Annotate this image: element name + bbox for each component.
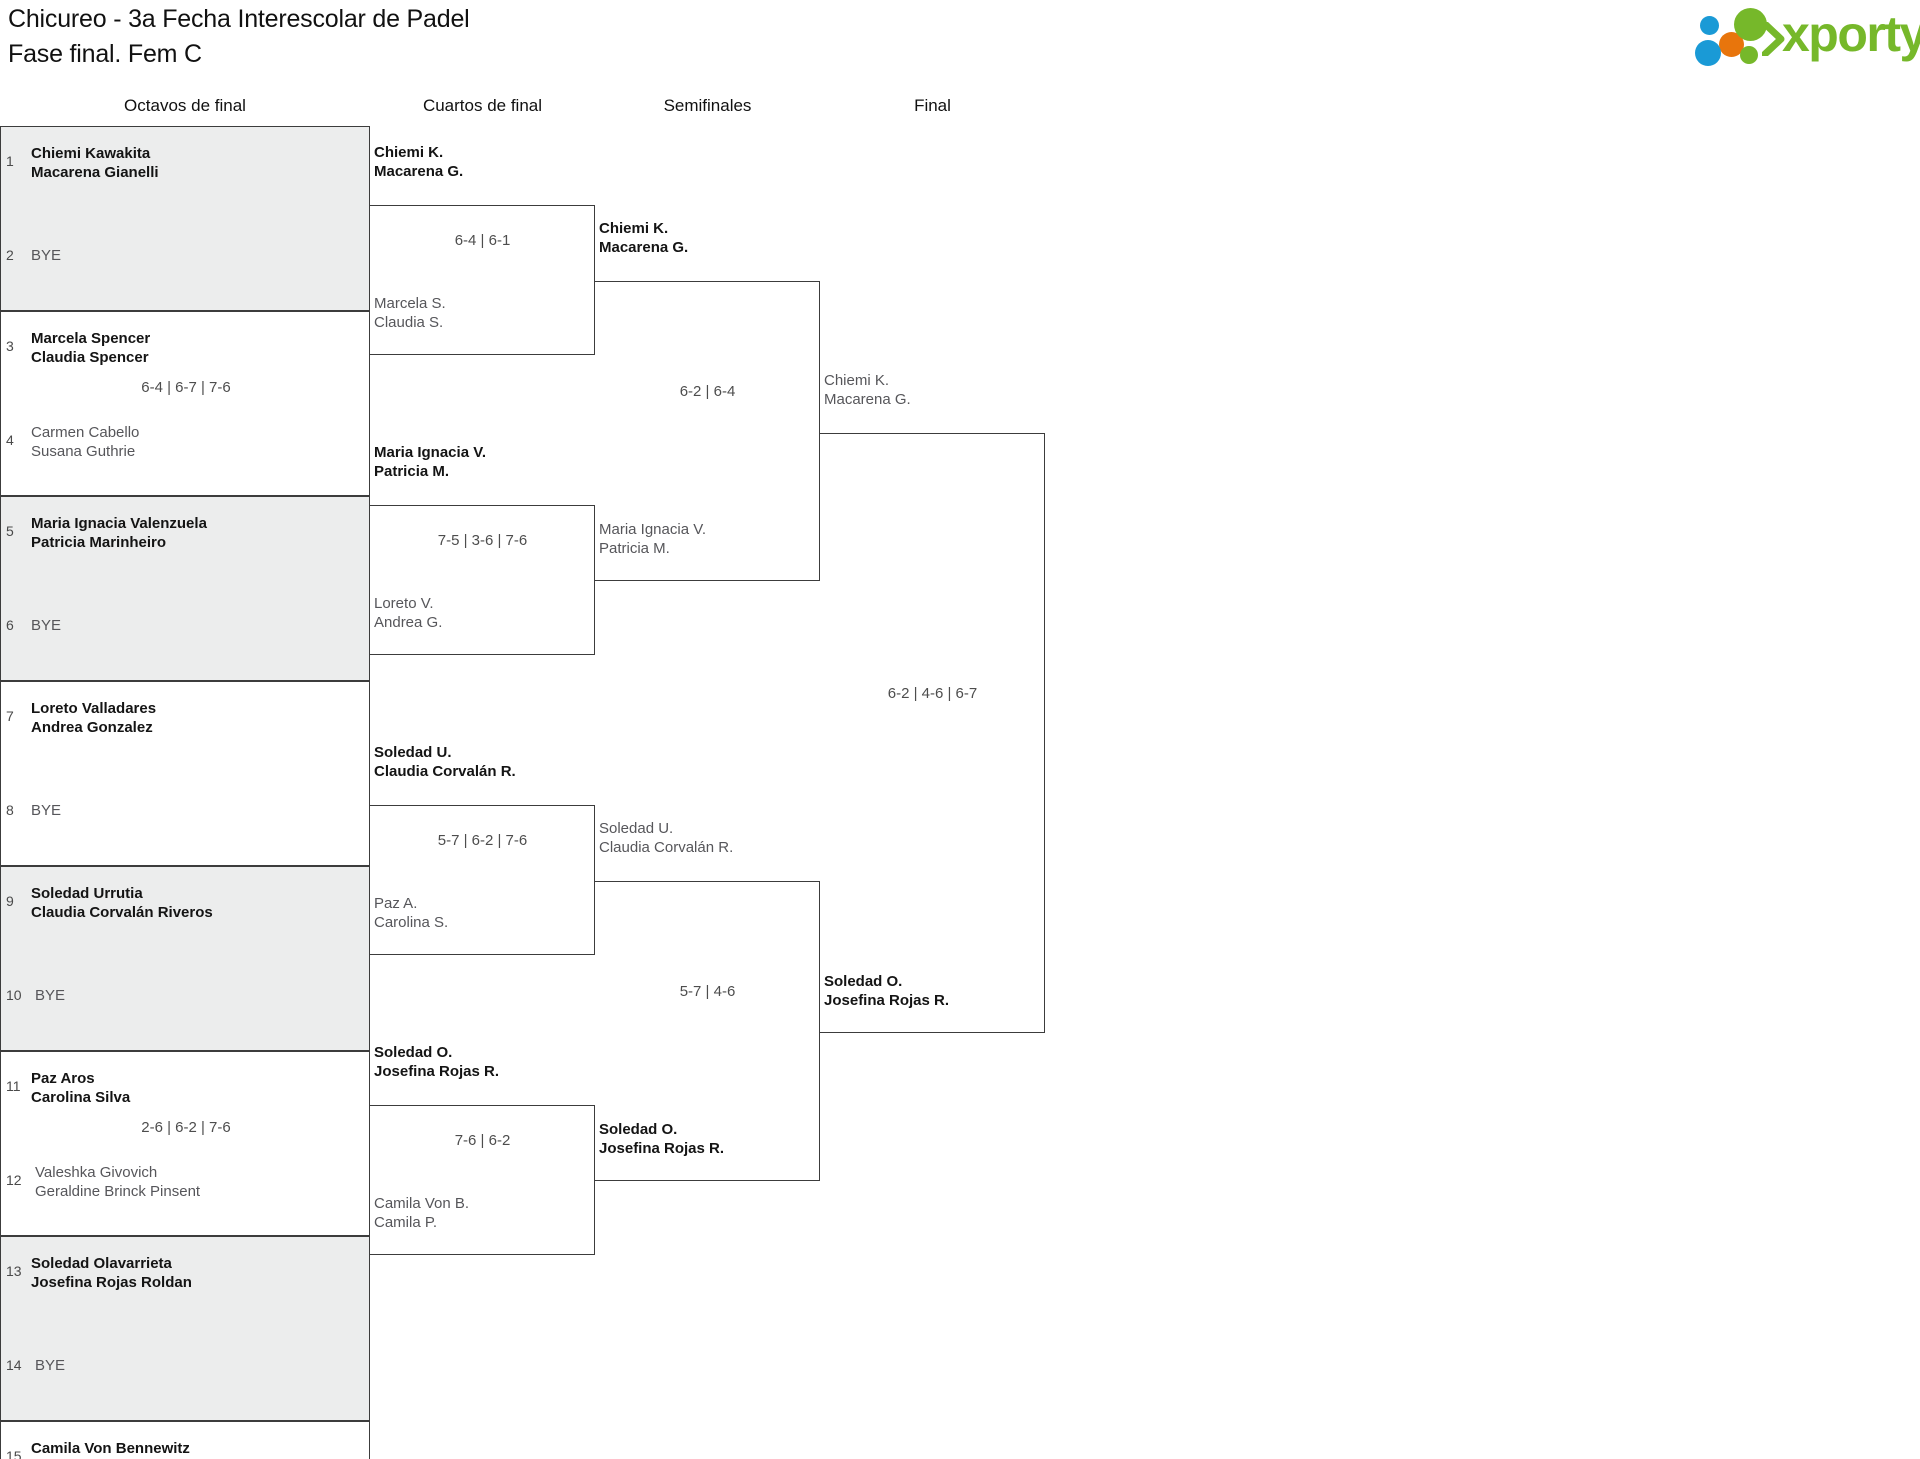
- seed-number: 15: [6, 1448, 22, 1459]
- r3-match-2-team-bottom: Soledad O.Josefina Rojas R.: [599, 1121, 725, 1157]
- r2-match-3-score: 5-7 | 6-2 | 7-6: [437, 832, 528, 849]
- team-name: BYE: [31, 802, 62, 819]
- match-score: 2-6 | 6-2 | 7-6: [141, 1119, 231, 1136]
- r2-match-4-team-top: Soledad O.Josefina Rojas R.: [374, 1044, 500, 1080]
- team-name: BYE: [35, 987, 66, 1004]
- seed-number: 8: [6, 802, 14, 818]
- seed-number: 5: [6, 523, 14, 539]
- seed-number: 7: [6, 708, 14, 724]
- seed-number: 14: [6, 1357, 22, 1373]
- seed-number: 3: [6, 338, 14, 354]
- logo-dot-blue-large-icon: [1695, 40, 1721, 66]
- r3-match-2-connector: [595, 881, 820, 1181]
- seed-number: 2: [6, 247, 14, 263]
- logo-dot-green-small-icon: [1740, 46, 1758, 64]
- r2-match-2-score: 7-5 | 3-6 | 7-6: [437, 532, 528, 549]
- r4-match-1-team-bottom: Soledad O.Josefina Rojas R.: [824, 973, 950, 1009]
- seed-number: 4: [6, 432, 14, 448]
- xporty-logo: xporty: [1692, 6, 1920, 66]
- seed-number: 1: [6, 153, 14, 169]
- r4-match-1-team-top: Chiemi K.Macarena G.: [824, 372, 911, 408]
- round-header-cuartos: Cuartos de final: [422, 96, 543, 115]
- team-name: BYE: [35, 1357, 66, 1374]
- r2-match-2-team-bottom: Loreto V.Andrea G.: [374, 595, 443, 631]
- logo-wordmark: xporty: [1782, 6, 1920, 62]
- round-header-octavos: Octavos de final: [124, 96, 246, 115]
- page-title-line1: Chicureo - 3a Fecha Interescolar de Pade…: [8, 5, 470, 33]
- r3-match-1-connector: [595, 281, 820, 581]
- r3-match-1-team-top: Chiemi K.Macarena G.: [599, 220, 689, 256]
- r2-match-1-team-bottom: Marcela S.Claudia S.: [374, 295, 446, 331]
- team-name: BYE: [31, 617, 62, 634]
- r1-match-8[interactable]: 15 Camila Von BennewitzCamila Perez 16 B…: [0, 1421, 370, 1459]
- r2-match-4-team-bottom: Camila Von B.Camila P.: [374, 1195, 470, 1231]
- seed-number: 13: [6, 1263, 22, 1279]
- r2-match-4-score: 7-6 | 6-2: [454, 1132, 511, 1149]
- team-name: Camila Von BennewitzCamila Perez: [31, 1440, 190, 1457]
- r2-match-3-team-top: Soledad U.Claudia Corvalán R.: [374, 744, 516, 780]
- seed-number: 12: [6, 1172, 22, 1188]
- page-title: Chicureo - 3a Fecha Interescolar de Pade…: [8, 2, 470, 72]
- logo-dot-blue-small-icon: [1700, 16, 1719, 35]
- r2-match-4-connector: [370, 1105, 595, 1255]
- r3-match-2-score: 5-7 | 4-6: [679, 983, 736, 1000]
- r4-match-1-connector: [820, 433, 1045, 1033]
- page-title-line2: Fase final. Fem C: [8, 40, 202, 68]
- seed-number: 9: [6, 893, 14, 909]
- r3-match-1-score: 6-2 | 6-4: [679, 383, 736, 400]
- seed-number: 6: [6, 617, 14, 633]
- r4-match-1-score: 6-2 | 4-6 | 6-7: [887, 685, 978, 702]
- r3-match-1-team-bottom: Maria Ignacia V.Patricia M.: [599, 521, 707, 557]
- r2-match-3-connector: [370, 805, 595, 955]
- r2-match-1-connector: [370, 205, 595, 355]
- logo-dot-green-large-icon: [1734, 8, 1767, 41]
- r2-match-2-connector: [370, 505, 595, 655]
- round-header-semifinales: Semifinales: [663, 96, 752, 115]
- seed-number: 11: [6, 1078, 21, 1094]
- r3-match-2-team-top: Soledad U.Claudia Corvalán R.: [599, 820, 734, 856]
- seed-number: 10: [6, 987, 22, 1003]
- logo-chevron-icon: [1761, 20, 1788, 61]
- match-score: 6-4 | 6-7 | 7-6: [141, 379, 231, 396]
- round-header-final: Final: [914, 96, 951, 115]
- r2-match-1-team-top: Chiemi K.Macarena G.: [374, 144, 464, 180]
- team-name: BYE: [31, 247, 62, 264]
- r2-match-1-score: 6-4 | 6-1: [454, 232, 511, 249]
- r2-match-3-team-bottom: Paz A.Carolina S.: [374, 895, 449, 931]
- r2-match-2-team-top: Maria Ignacia V.Patricia M.: [374, 444, 487, 480]
